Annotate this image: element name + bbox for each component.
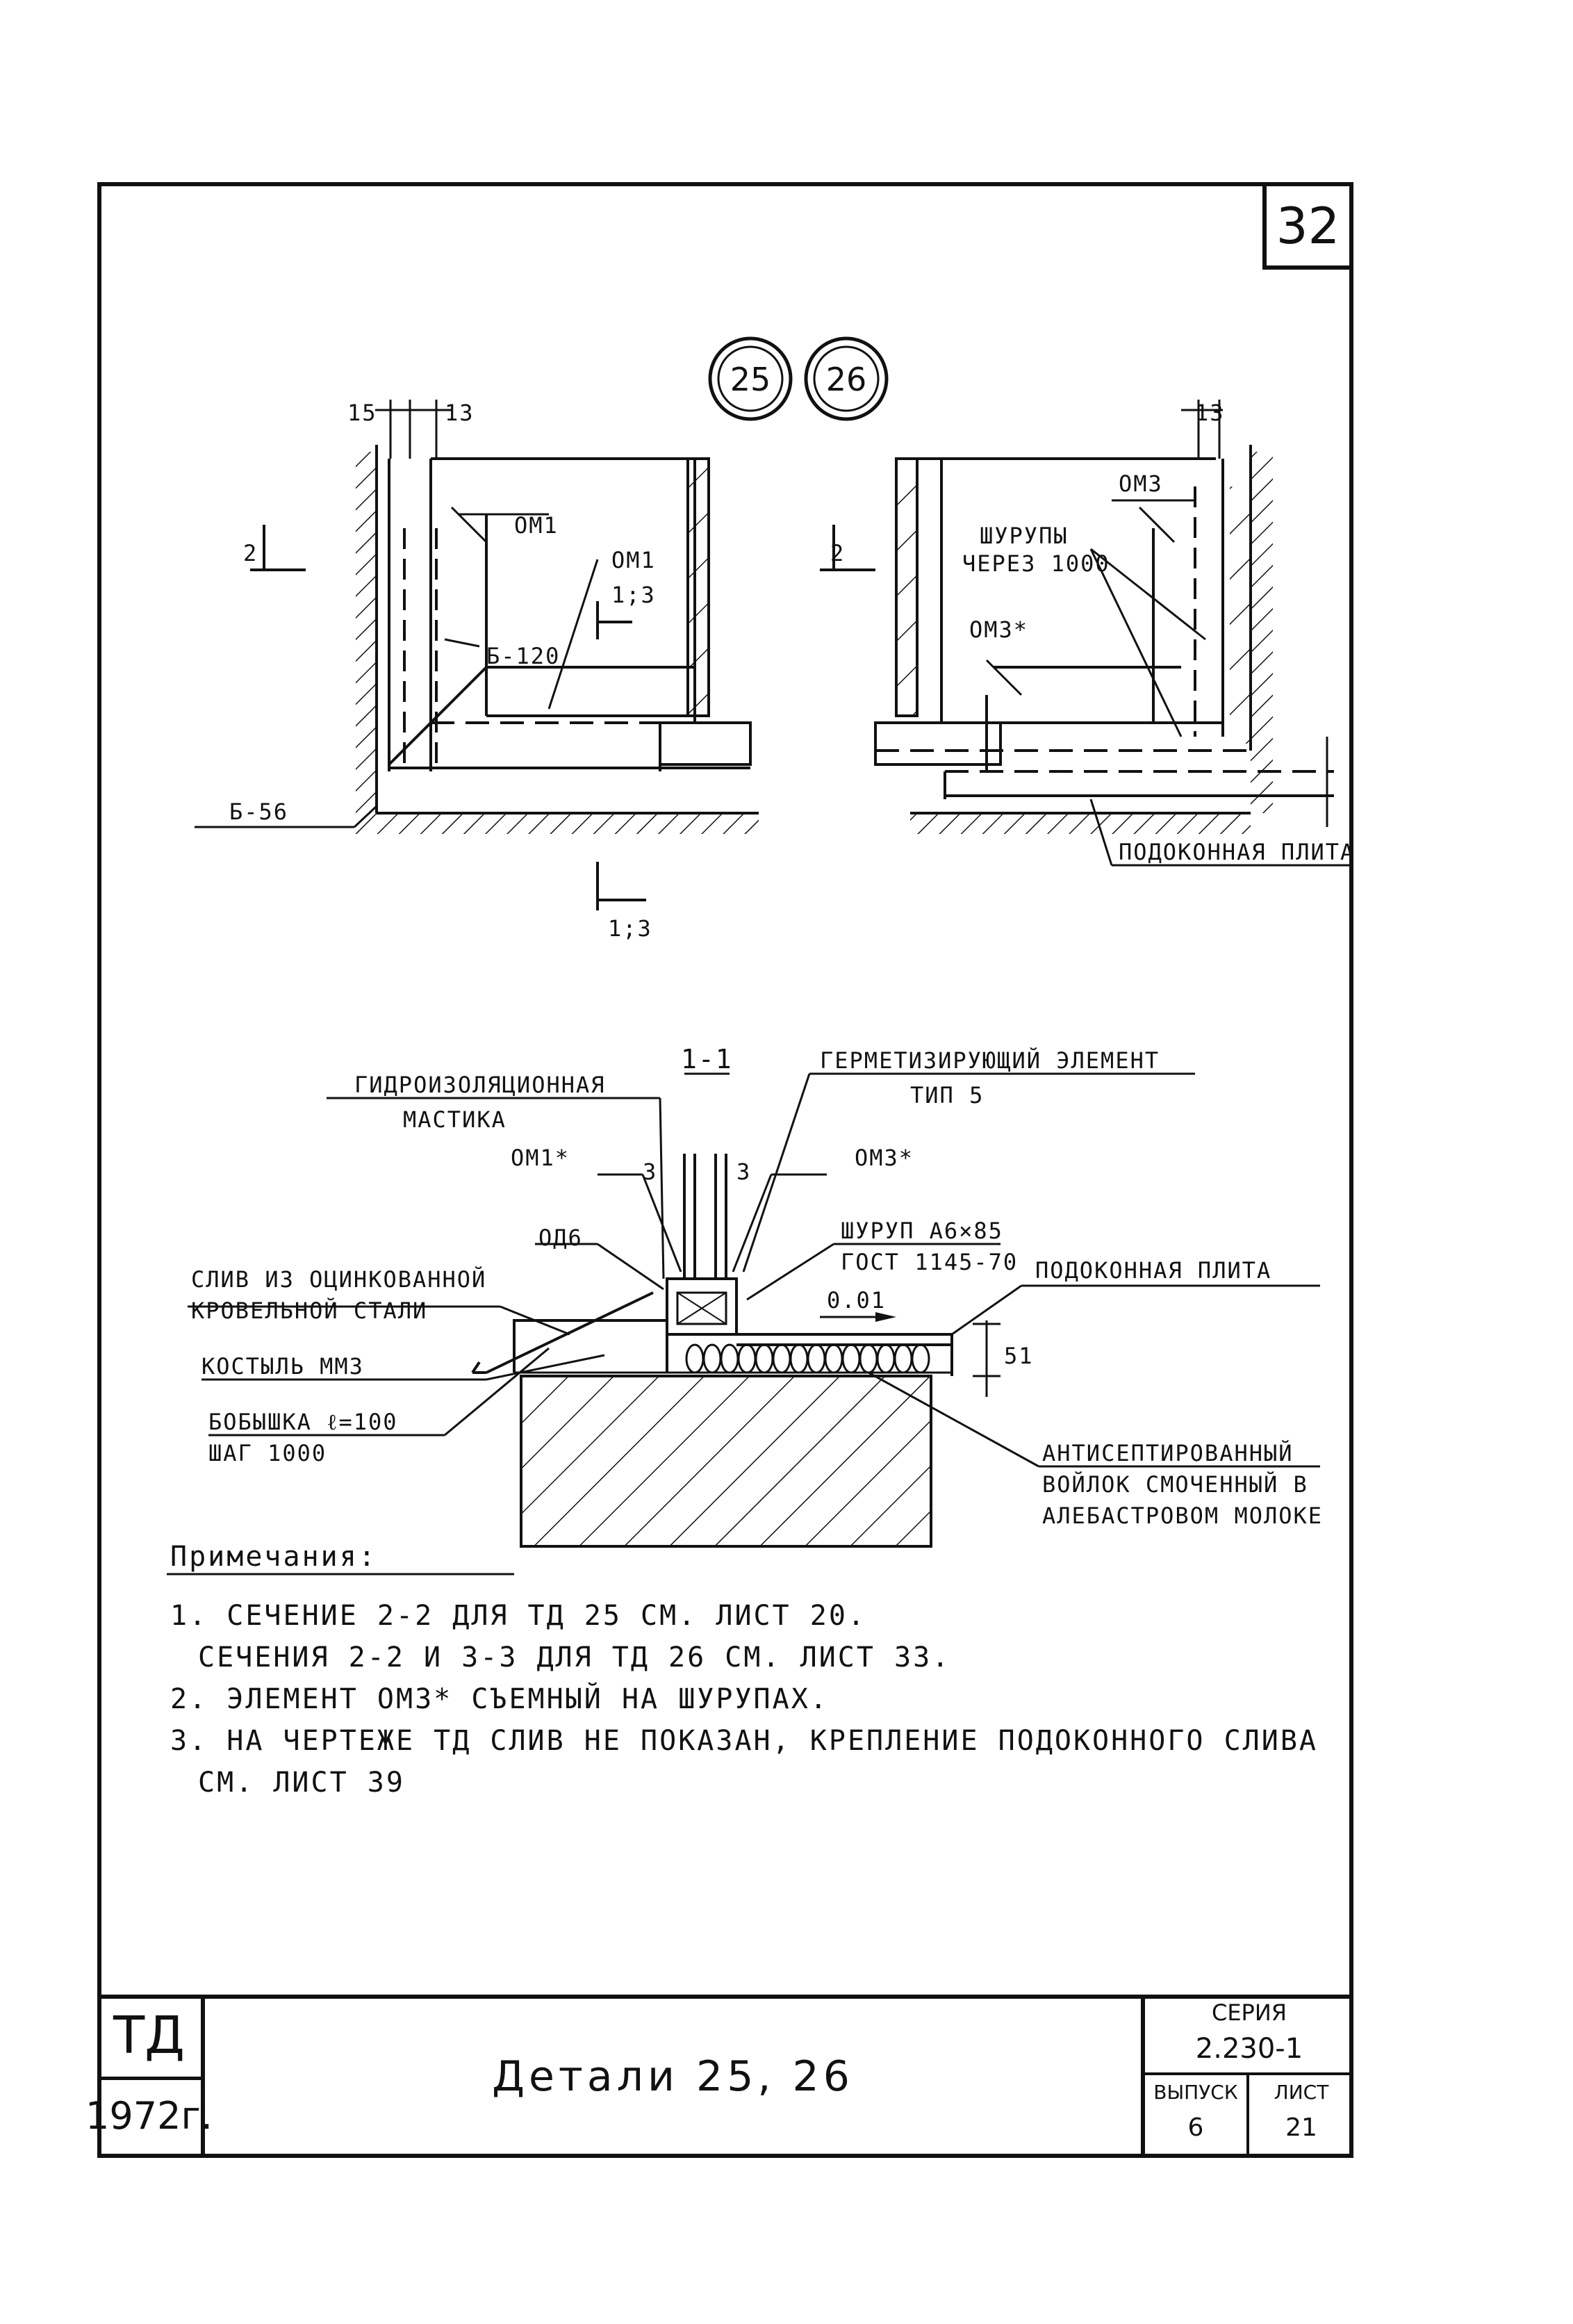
- label-mastic-1: ГИДРОИЗОЛЯЦИОННАЯ: [354, 1072, 606, 1098]
- label-bobyshka-1: БОБЫШКА ℓ=100: [208, 1409, 398, 1435]
- note-3-continued: СМ. ЛИСТ 39: [198, 1767, 405, 1799]
- label-felt-3: АЛЕБАСТРОВОМ МОЛОКЕ: [1042, 1503, 1324, 1529]
- issue-label: ВЫПУСК: [1153, 2080, 1238, 2104]
- plan-left-label-om1-a: ОМ1: [514, 512, 559, 539]
- plan-left: [195, 400, 759, 834]
- plan-right-dim-13: 13: [1195, 400, 1225, 426]
- label-slope: 0.01: [827, 1287, 887, 1314]
- sheet-value: 21: [1285, 2113, 1317, 2142]
- title-block-divider-v: [1246, 2072, 1249, 2158]
- title-block: [97, 1995, 1353, 2158]
- label-sealing-element-2: ТИП 5: [910, 1082, 985, 1108]
- plan-left-dim-15: 15: [347, 400, 377, 426]
- section-mark-bottom-label: 1;3: [608, 915, 652, 942]
- section-title: 1-1: [681, 1044, 733, 1074]
- section-1-1: [167, 1072, 1320, 1576]
- plan-left-section-mark-2: 2: [243, 540, 258, 566]
- label-flashing-2: КРОВЕЛЬНОЙ СТАЛИ: [191, 1298, 428, 1324]
- drawing-title: Детали 25, 26: [492, 2052, 854, 2101]
- detail-circle-25: [708, 336, 793, 421]
- detail-circle-25-number: 25: [730, 361, 771, 398]
- label-screw-1: ШУРУП А6×85: [841, 1218, 1003, 1244]
- plan-right-label-screws: ШУРУПЫ: [980, 523, 1069, 549]
- title-block-year: 1972г.: [85, 2093, 213, 2138]
- plan-left-dim-13: 13: [445, 400, 475, 426]
- drawing-frame: [97, 182, 1353, 2158]
- plan-left-label-om1-b: ОМ1: [611, 547, 656, 573]
- label-felt-2: ВОЙЛОК СМОЧЕННЫЙ В: [1042, 1471, 1308, 1498]
- plan-right: [820, 400, 1351, 867]
- plan-left-section-mark-13: 1;3: [611, 582, 656, 608]
- plan-left-label-b56: Б-56: [229, 799, 289, 825]
- label-crutch: КОСТЫЛЬ ММ3: [201, 1353, 364, 1380]
- plan-left-label-b120: Б-120: [486, 643, 561, 669]
- label-mastic-2: МАСТИКА: [403, 1106, 507, 1133]
- note-3: 3. НА ЧЕРТЕЖЕ ТД СЛИВ НЕ ПОКАЗАН, КРЕПЛЕ…: [170, 1725, 1319, 1757]
- label-dim-3-left: 3: [643, 1159, 658, 1185]
- label-dim-51: 51: [1004, 1343, 1034, 1369]
- label-flashing-1: СЛИВ ИЗ ОЦИНКОВАННОЙ: [191, 1266, 487, 1293]
- title-block-left: ТД 1972г.: [85, 1995, 213, 2158]
- title-block-divider: [1145, 2072, 1353, 2075]
- title-block-right: СЕРИЯ 2.230-1 ВЫПУСК ЛИСТ 6 21: [1141, 1995, 1353, 2158]
- series-value: 2.230-1: [1195, 2033, 1303, 2065]
- label-sealing-element-1: ГЕРМЕТИЗИРУЮЩИЙ ЭЛЕМЕНТ: [820, 1047, 1160, 1074]
- note-1-continued: СЕЧЕНИЯ 2-2 И 3-3 ДЛЯ ТД 26 СМ. ЛИСТ 33.: [198, 1642, 951, 1674]
- plan-right-label-every-1000: ЧЕРЕЗ 1000: [962, 550, 1110, 577]
- plan-right-label-sill-plate: ПОДОКОННАЯ ПЛИТА: [1119, 839, 1356, 865]
- notes-heading: Примечания:: [170, 1541, 377, 1573]
- note-1: 1. СЕЧЕНИЕ 2-2 ДЛЯ ТД 25 СМ. ЛИСТ 20.: [170, 1600, 867, 1632]
- plan-right-label-om3: ОМ3: [1119, 470, 1163, 497]
- label-dim-3-right: 3: [736, 1159, 752, 1185]
- label-screw-2: ГОСТ 1145-70: [841, 1249, 1019, 1275]
- detail-circle-26-number: 26: [826, 361, 867, 398]
- label-bobyshka-2: ШАГ 1000: [208, 1440, 327, 1466]
- sheet-number: 32: [1262, 182, 1353, 270]
- issue-value: 6: [1187, 2113, 1204, 2142]
- plan-right-label-om3-star: ОМ3*: [969, 616, 1029, 643]
- label-om1-star: ОМ1*: [511, 1145, 570, 1171]
- section-mark-bottom: [596, 862, 646, 910]
- note-2: 2. ЭЛЕМЕНТ ОМ3* СЪЕМНЫЙ НА ШУРУПАХ.: [170, 1683, 829, 1715]
- label-om3-star: ОМ3*: [855, 1145, 914, 1171]
- sheet-label: ЛИСТ: [1274, 2080, 1329, 2104]
- plan-right-section-mark-2: 2: [830, 540, 846, 566]
- label-od6: ОД6: [538, 1225, 583, 1251]
- series-label: СЕРИЯ: [1211, 1999, 1287, 2026]
- title-block-code: ТД: [97, 1995, 201, 2080]
- label-felt-1: АНТИСЕПТИРОВАННЫЙ: [1042, 1440, 1294, 1466]
- detail-circle-26: [804, 336, 889, 421]
- label-sill-plate: ПОДОКОННАЯ ПЛИТА: [1035, 1257, 1272, 1284]
